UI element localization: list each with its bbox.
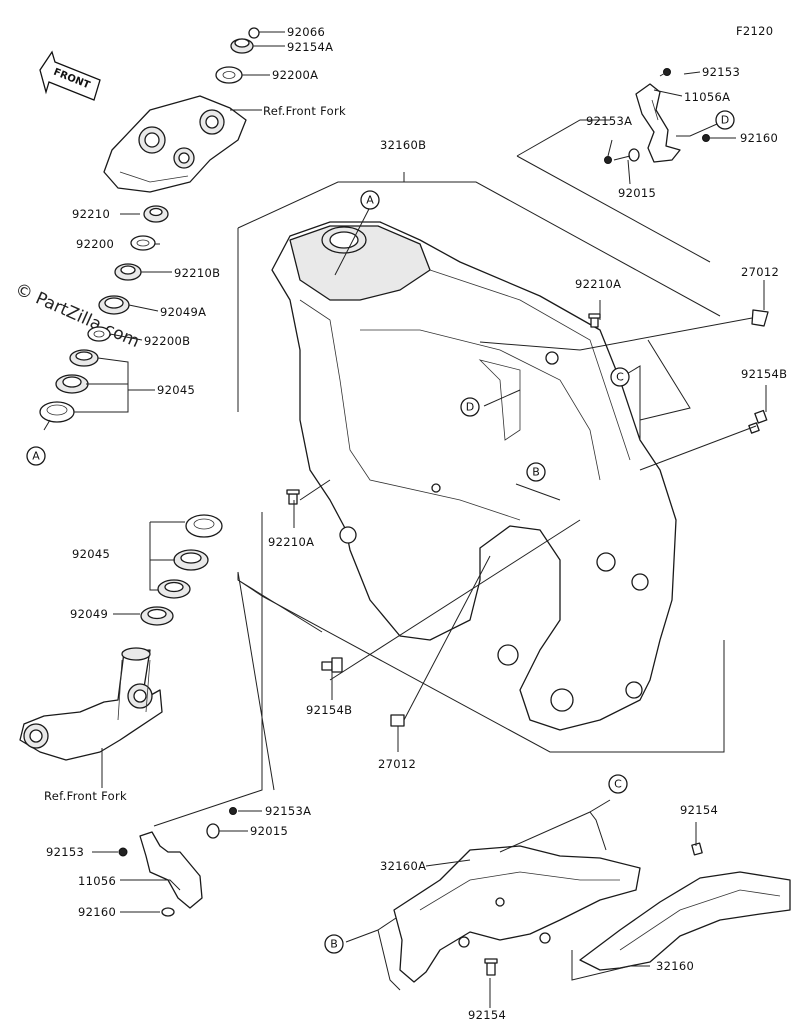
- diagram-code: F2120: [736, 24, 773, 38]
- bushing-92015-bottom: [206, 823, 220, 839]
- callout-D-mid: D: [460, 397, 480, 417]
- label-92160-bottom: 92160: [78, 905, 116, 919]
- callout-A-left: A: [26, 446, 46, 466]
- part-labels: 92066 92154A 92200A Ref.Front Fork 92210…: [44, 25, 787, 1022]
- label-92200A: 92200A: [272, 68, 318, 82]
- front-arrow-icon: FRONT: [39, 50, 101, 101]
- label-32160B: 32160B: [380, 138, 426, 152]
- label-32160A: 32160A: [380, 859, 426, 873]
- svg-text:A: A: [32, 450, 40, 463]
- label-92210B: 92210B: [174, 266, 220, 280]
- label-11056A: 11056A: [684, 90, 730, 104]
- label-92066: 92066: [287, 25, 325, 39]
- label-92210A-left: 92210A: [268, 535, 314, 549]
- label-92153A-top: 92153A: [586, 114, 632, 128]
- label-92200: 92200: [76, 237, 114, 251]
- label-92015-bottom: 92015: [250, 824, 288, 838]
- label-92154B-right: 92154B: [741, 367, 787, 381]
- upper-triple-clamp: [103, 95, 247, 193]
- bolt-92210A-left: [286, 489, 300, 505]
- nut-92210B: [114, 263, 142, 281]
- label-92153-bottom: 92153: [46, 845, 84, 859]
- bracket-11056: [139, 831, 203, 909]
- label-32160: 32160: [656, 959, 694, 973]
- bolt-92153A-bottom: [229, 807, 237, 815]
- callout-C-bottom: C: [608, 774, 628, 794]
- label-92153-top: 92153: [702, 65, 740, 79]
- label-27012-right: [751, 309, 769, 327]
- label-92154B-bottom: 92154B: [306, 703, 352, 717]
- label-92153A-bottom: 92153A: [265, 804, 311, 818]
- svg-text:D: D: [721, 114, 729, 127]
- seal-92045-mid-upper: [185, 514, 223, 538]
- label-11056: 11056: [78, 874, 116, 888]
- svg-text:B: B: [532, 466, 540, 479]
- nut-92210: [143, 205, 169, 223]
- callout-B-mid: B: [526, 462, 546, 482]
- label-92154-top: 92154: [680, 803, 718, 817]
- label-92160-top: 92160: [740, 131, 778, 145]
- bearing-92045-top: [39, 349, 99, 423]
- svg-text:D: D: [466, 401, 474, 414]
- bolt-92154-bottom: [484, 958, 498, 976]
- label-92210: 92210: [72, 207, 110, 221]
- svg-text:C: C: [616, 371, 624, 384]
- sub-frame-32160A: [393, 845, 641, 983]
- bolt-92210A-right: [588, 313, 601, 328]
- label-92049A: 92049A: [160, 305, 206, 319]
- label-92154A: 92154A: [287, 40, 333, 54]
- watermark: © PartZilla.com: [12, 279, 142, 352]
- small-ball-92066: [248, 27, 260, 39]
- bolt-92154-top: [691, 842, 703, 856]
- seal-92049A: [98, 295, 130, 315]
- lower-triple-clamp: [19, 647, 163, 761]
- label-92200B: 92200B: [144, 334, 190, 348]
- washer-92200A: [215, 66, 243, 84]
- race-92045-mid-lower: [157, 579, 191, 599]
- callout-B-bottom: B: [324, 934, 344, 954]
- bearing-92045-mid: [173, 549, 209, 571]
- label-92045-top: 92045: [157, 383, 195, 397]
- bolt-92154B-right: [748, 409, 768, 434]
- bolt-92153-top: [659, 68, 671, 77]
- washer-92200: [130, 235, 156, 251]
- svg-text:B: B: [330, 938, 338, 951]
- label-92154-bottom: 92154: [468, 1008, 506, 1022]
- nut-92160-bottom: [161, 907, 175, 917]
- callout-A-top: A: [360, 190, 380, 210]
- label-92015-top: 92015: [618, 186, 656, 200]
- svg-text:A: A: [366, 194, 374, 207]
- bushing-92015-top: [628, 148, 640, 162]
- label-ref-front-fork-bottom: Ref.Front Fork: [44, 789, 127, 803]
- bolt-92154B-bottom: [321, 657, 343, 673]
- label-92049: 92049: [70, 607, 108, 621]
- bolt-92153A-top: [604, 156, 612, 164]
- bracket-11056A: [635, 83, 681, 163]
- leader-lines: [43, 31, 767, 1008]
- main-frame-32160B: [271, 221, 677, 731]
- label-27012-bottom: [390, 714, 405, 727]
- label-ref-front-fork-top: Ref.Front Fork: [263, 104, 346, 118]
- label-27012-right: 27012: [741, 265, 779, 279]
- callout-C-mid: C: [610, 367, 630, 387]
- cap-92154A: [230, 38, 254, 54]
- label-92045-mid: 92045: [72, 547, 110, 561]
- svg-text:C: C: [614, 778, 622, 791]
- washer-92200B: [87, 326, 111, 342]
- label-92210A-right: 92210A: [575, 277, 621, 291]
- seal-92049: [140, 606, 174, 626]
- label-27012-bottom: 27012: [378, 757, 416, 771]
- bolt-92153-bottom: [118, 847, 128, 857]
- callout-D-top: D: [715, 110, 735, 130]
